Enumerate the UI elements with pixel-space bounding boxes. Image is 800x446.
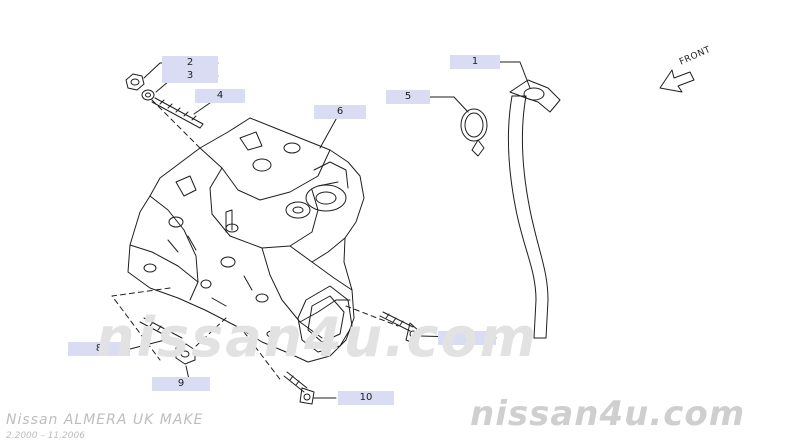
- bolt-7: [379, 311, 421, 345]
- callout-3[interactable]: 3: [162, 69, 218, 83]
- callout-2[interactable]: 2: [162, 56, 218, 70]
- callout-7[interactable]: 7: [438, 331, 496, 345]
- callout-9[interactable]: 9: [152, 377, 210, 391]
- model-title: Nissan ALMERA UK MAKE: [6, 412, 204, 428]
- bolt-10: [283, 371, 315, 405]
- callout-5[interactable]: 5: [386, 90, 430, 104]
- nut-9: [175, 343, 196, 365]
- front-direction-arrow-icon: [659, 69, 695, 93]
- callout-8[interactable]: 8: [68, 342, 130, 356]
- bolt-8: [139, 317, 183, 343]
- transmission-case: [127, 117, 365, 363]
- stud-bolt: [151, 97, 204, 129]
- watermark-center: nissan4u.com: [96, 306, 539, 369]
- callout-1[interactable]: 1: [450, 55, 500, 69]
- breather-hose-1: [508, 79, 561, 339]
- mounting-guide-lines: [111, 99, 399, 383]
- watermark-corner: nissan4u.com: [470, 394, 746, 434]
- callout-4[interactable]: 4: [195, 89, 245, 103]
- callout-6[interactable]: 6: [314, 105, 366, 119]
- production-period: 2.2000 – 11.2006: [6, 431, 85, 441]
- hose-clamp-5: [460, 108, 488, 157]
- nut-and-washer: [125, 73, 155, 101]
- callout-10[interactable]: 10: [338, 391, 394, 405]
